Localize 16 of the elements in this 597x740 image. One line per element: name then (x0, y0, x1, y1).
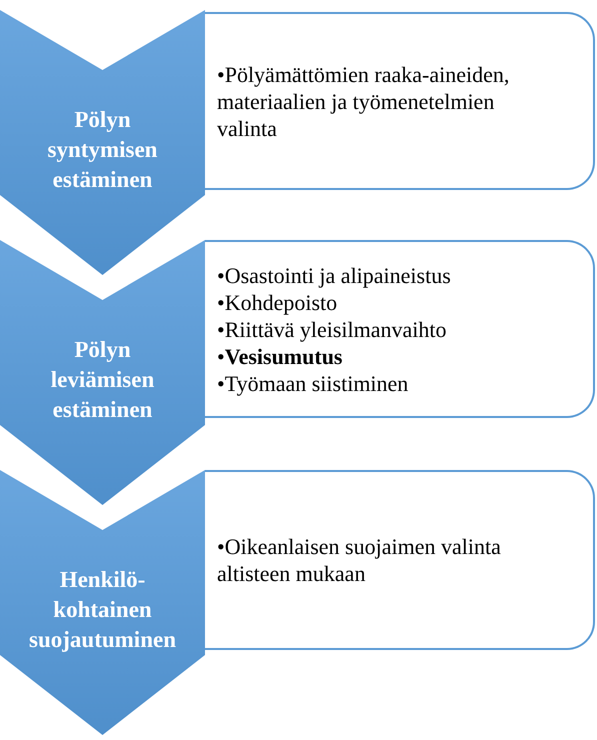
bullet-item: •Työmaan siistiminen (217, 370, 410, 396)
chevron-step (0, 10, 205, 275)
content-box (205, 470, 595, 650)
step-title: Henkilö-kohtainen suojautuminen (28, 566, 177, 654)
chevron-step (0, 470, 205, 735)
content-box (205, 240, 595, 418)
bullet-item: •Oikeanlaisen suojaimen valinta altisteen mukaan (217, 533, 502, 587)
bullet-item: •Riittävä yleisilmanvaihto (217, 316, 448, 342)
bullet-item: •Kohdepoisto (217, 288, 338, 316)
bullet-item: •Vesisumutus (217, 342, 344, 370)
chevron-step (0, 240, 205, 505)
step-title: Pölyn leviämisen estäminen (50, 336, 156, 424)
bullet-item: •Pölyämättömien raaka-aineiden, materiaalien ja työmenetelmien valinta (217, 60, 510, 142)
step-title: Pölyn syntymisen estäminen (46, 106, 158, 194)
content-box (205, 12, 595, 190)
bullet-item: •Osastointi ja alipaineistus (217, 262, 452, 288)
